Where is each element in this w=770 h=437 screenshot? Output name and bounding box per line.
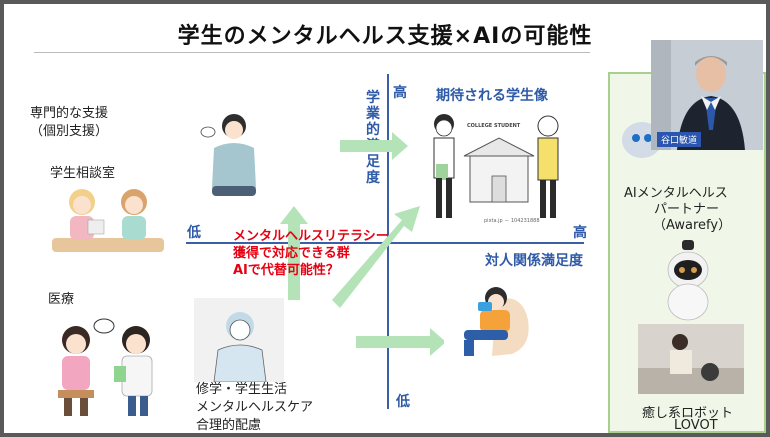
specialist-support-heading: 専門的な支援 <box>30 106 109 121</box>
gaming-student-illustration <box>464 287 529 356</box>
medical-label: 医療 <box>48 292 75 307</box>
axis-bottom-label: 低 <box>396 394 410 410</box>
expected-student-label: 期待される学生像 <box>436 88 548 104</box>
ai-partner-line2: パートナー <box>654 202 720 217</box>
ai-partner-line3: （Awarefy） <box>653 218 732 233</box>
healing-robot-line1: 癒し系ロボット <box>642 406 734 421</box>
ai-partner-line1: AIメンタルヘルス <box>624 186 728 201</box>
lovot-photo <box>638 324 744 394</box>
axis-left-label: 低 <box>187 225 201 241</box>
literacy-line2: 獲得で対応できる群 <box>233 246 350 261</box>
improvement-arrows <box>280 132 444 356</box>
expected-students-illustration <box>433 114 559 218</box>
literacy-line3: AIで代替可能性？ <box>233 263 339 278</box>
support-line3: 合理的配慮 <box>196 418 262 433</box>
axis-right-label: 高 <box>573 225 587 241</box>
slide: 学生のメンタルヘルス支援×AIの可能性 専門的な支援 （個別支援） 学生相談室 … <box>4 4 766 433</box>
slide-title: 学生のメンタルヘルス支援×AIの可能性 <box>177 24 593 49</box>
healing-robot-line2: LOVOT <box>674 418 718 433</box>
presenter-video: 谷口敏道 <box>651 40 763 150</box>
literacy-line1: メンタルヘルスリテラシー <box>233 229 389 244</box>
counseling-room-label: 学生相談室 <box>50 166 116 181</box>
lovot-robot-image <box>667 240 709 321</box>
support-line1: 修学・学生生活 <box>196 382 288 397</box>
counseling-illustration <box>52 189 164 252</box>
presenter-name-tag: 谷口敏道 <box>657 132 702 147</box>
axis-top-label: 高 <box>393 85 407 101</box>
image-credit: pixta.jp － 104231888 <box>484 218 540 224</box>
title-underline <box>34 52 590 53</box>
vertical-axis-label: 学業的満足度 <box>366 90 380 186</box>
tired-student-illustration <box>194 298 284 382</box>
anxious-student-illustration <box>200 114 256 196</box>
individual-support-heading: （個別支援） <box>30 124 109 139</box>
support-line2: メンタルヘルスケア <box>196 400 314 415</box>
medical-illustration <box>58 318 153 416</box>
college-student-sign: COLLEGE STUDENT <box>467 123 521 129</box>
horizontal-axis-label: 対人関係満足度 <box>485 253 583 269</box>
